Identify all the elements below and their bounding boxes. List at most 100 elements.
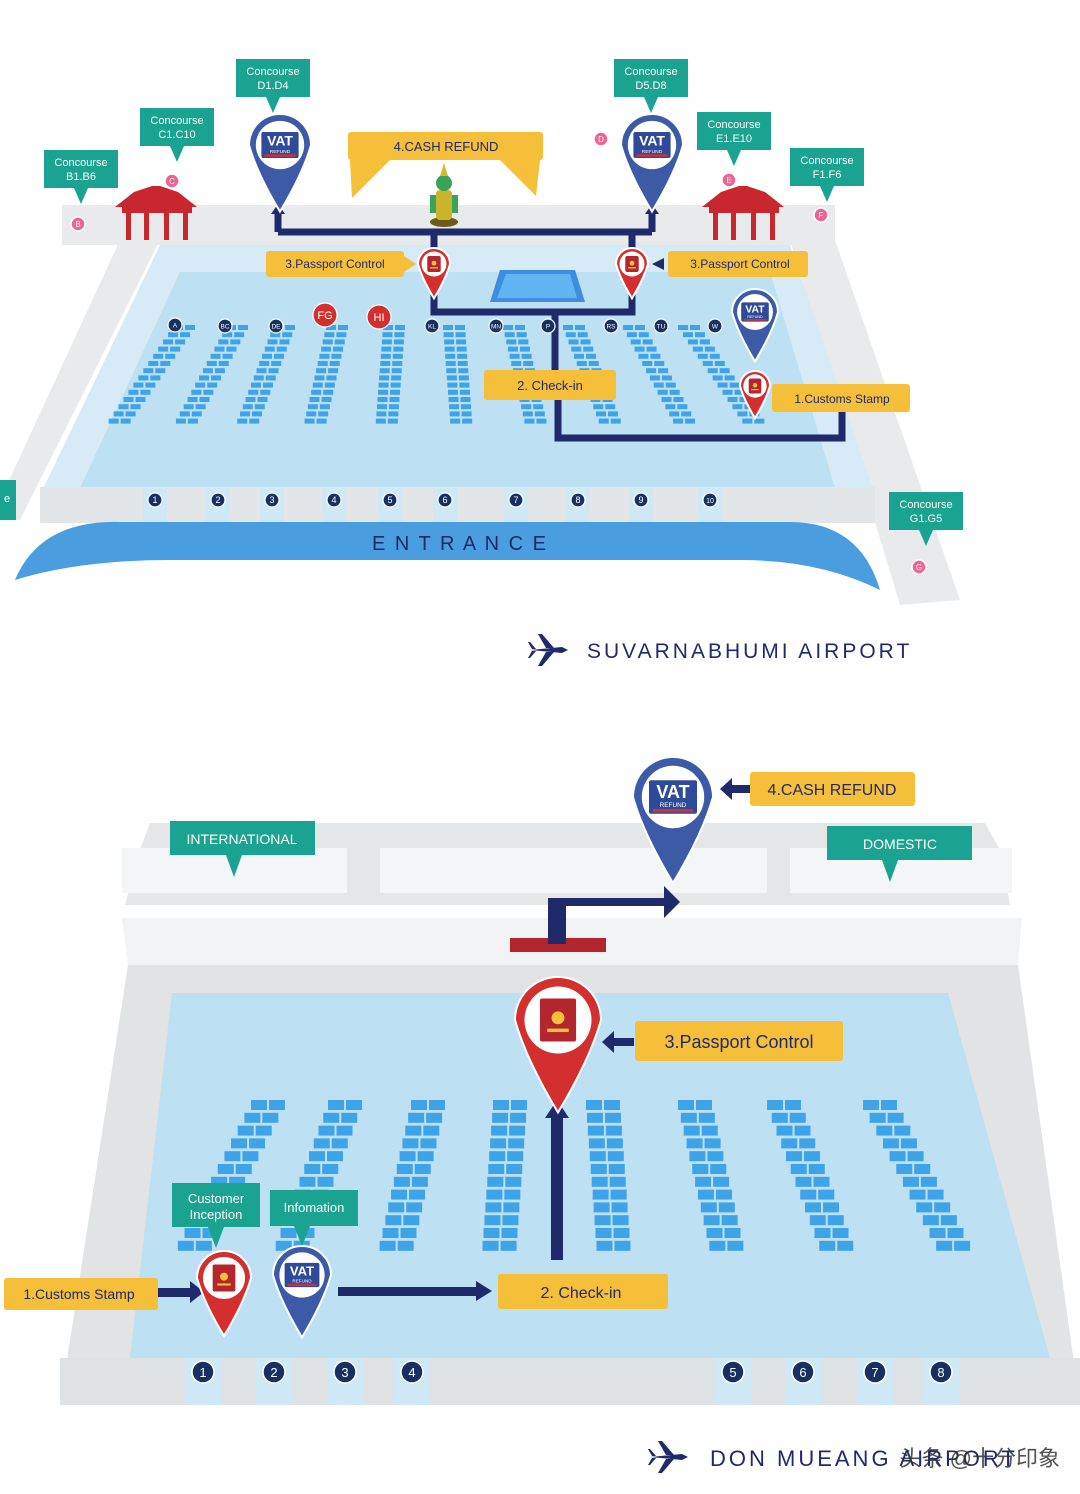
dm-gate-number: 7 bbox=[871, 1365, 878, 1380]
concourse-marker bbox=[721, 172, 737, 188]
dm-desk-column bbox=[678, 1100, 744, 1251]
dm-gate-number: 2 bbox=[270, 1365, 277, 1380]
dm-gate-marker bbox=[721, 1360, 745, 1384]
svg-text:e: e bbox=[4, 493, 10, 505]
gate-number: 1 bbox=[152, 495, 157, 505]
passport-icon bbox=[625, 256, 639, 272]
dm-gate-number: 6 bbox=[799, 1365, 806, 1380]
dm-passport-control-pin bbox=[513, 976, 603, 1115]
international-label: INTERNATIONAL bbox=[187, 831, 298, 847]
concourse-marker bbox=[813, 207, 829, 223]
row-marker bbox=[268, 318, 284, 334]
dm-gate-marker bbox=[191, 1360, 215, 1384]
gate-marker bbox=[147, 492, 163, 508]
pavilion-right bbox=[702, 186, 784, 240]
concourse-letter: B bbox=[75, 220, 80, 229]
desk-column bbox=[175, 325, 248, 424]
passport-control-left-callout: 3.Passport Control bbox=[266, 251, 416, 277]
domestic-sign: DOMESTIC bbox=[827, 826, 972, 882]
dm-gate-marker bbox=[333, 1360, 357, 1384]
entrance-label: E N T R A N C E bbox=[372, 533, 548, 555]
dm-customs-stamp-pin bbox=[195, 1250, 253, 1338]
desk-column bbox=[304, 325, 348, 424]
watermark: 头条 @十分印象 bbox=[900, 1446, 1060, 1471]
suvarnabhumi-title: SUVARNABHUMI AIRPORT bbox=[528, 634, 909, 666]
row-marker bbox=[424, 318, 440, 334]
row-marker bbox=[366, 304, 392, 330]
passport-control-right-callout: 3.Passport Control bbox=[652, 251, 808, 277]
concourse-range: C1.C10 bbox=[158, 129, 195, 141]
row-marker bbox=[603, 318, 619, 334]
concourse-letter: G bbox=[916, 563, 922, 572]
desk-column bbox=[237, 325, 295, 424]
gate-number: 6 bbox=[442, 495, 447, 505]
concourse-title: Concourse bbox=[707, 119, 760, 131]
gate-marker bbox=[326, 492, 342, 508]
gate-number: 7 bbox=[513, 495, 518, 505]
passport-icon bbox=[427, 256, 441, 272]
row-label: MN bbox=[491, 324, 501, 331]
vat-sub: REFUND bbox=[660, 802, 687, 809]
left-road bbox=[0, 240, 160, 520]
gate-number: 3 bbox=[269, 495, 274, 505]
row-label: RS bbox=[606, 324, 616, 331]
dm-desk-column bbox=[863, 1100, 971, 1251]
concourse-marker bbox=[593, 131, 609, 147]
passport-icon bbox=[212, 1264, 236, 1292]
entrance-curb bbox=[15, 521, 880, 590]
concourse-range: B1.B6 bbox=[66, 171, 96, 183]
check-in-label: 2. Check-in bbox=[517, 378, 583, 393]
information-label: Infomation bbox=[284, 1200, 345, 1215]
row-label: KL bbox=[428, 324, 436, 331]
concourse-labels: ConcourseB1.B6BConcourseC1.C10CConcourse… bbox=[44, 59, 963, 575]
concourse-title: Concourse bbox=[800, 155, 853, 167]
dm-gate-marker bbox=[262, 1360, 286, 1384]
row-marker bbox=[217, 318, 233, 334]
gate-marker bbox=[264, 492, 280, 508]
concourse-title: Concourse bbox=[899, 499, 952, 511]
concourse-title: Concourse bbox=[624, 66, 677, 78]
concourse-title: Concourse bbox=[150, 115, 203, 127]
dm-gate-marker bbox=[400, 1360, 424, 1384]
dm-customs-callout: 1.Customs Stamp bbox=[4, 1278, 158, 1310]
dm-customs-label: 1.Customs Stamp bbox=[23, 1286, 134, 1302]
row-label: DE bbox=[271, 324, 281, 331]
customer-inception-line2: Inception bbox=[190, 1207, 243, 1222]
donmueang-title: DON MUEANG AIRPORT bbox=[648, 1441, 1015, 1473]
airplane-icon bbox=[648, 1441, 688, 1473]
desk-column bbox=[443, 325, 473, 424]
check-in-callout: 2. Check-in bbox=[484, 370, 616, 400]
dm-terminal-floor bbox=[130, 993, 1050, 1358]
vat-sub: REFUND bbox=[292, 1278, 312, 1283]
dm-passport-callout: 3.Passport Control bbox=[635, 1021, 843, 1061]
concourse-marker bbox=[70, 216, 86, 232]
concourse-letter: D bbox=[598, 135, 604, 144]
gate-marker bbox=[210, 492, 226, 508]
dm-gate-number: 4 bbox=[408, 1365, 415, 1380]
row-marker bbox=[312, 302, 338, 328]
dm-desk-column bbox=[767, 1100, 854, 1251]
vat-text: VAT bbox=[639, 133, 665, 149]
dm-cash-refund-callout: 4.CASH REFUND bbox=[750, 772, 915, 806]
dm-gate-number: 1 bbox=[199, 1365, 206, 1380]
dm-gate-number: 8 bbox=[937, 1365, 944, 1380]
vat-sub: REFUND bbox=[642, 149, 663, 155]
dm-check-in-callout: 2. Check-in bbox=[498, 1274, 668, 1309]
concourse-range: E1.E10 bbox=[716, 133, 752, 145]
gate-band bbox=[40, 487, 875, 523]
row-label: W bbox=[712, 324, 719, 331]
passport-icon bbox=[748, 378, 762, 394]
passport-icon bbox=[539, 998, 577, 1042]
row-label: BC bbox=[220, 324, 229, 331]
